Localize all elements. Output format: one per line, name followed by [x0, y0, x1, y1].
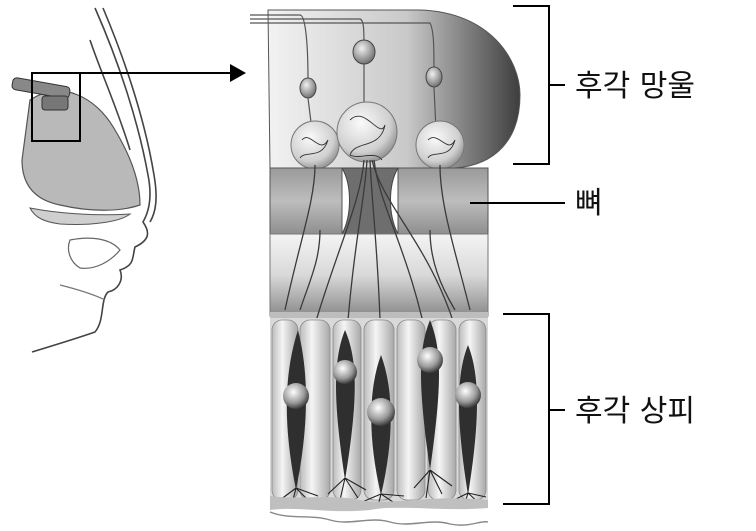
receptor-neuron-somata: [283, 347, 481, 426]
glomeruli: [290, 101, 465, 170]
mucus-layer: [270, 496, 488, 512]
label-olfactory-epithelium: 후각 상피: [575, 394, 695, 429]
mitral-cell: [352, 39, 376, 65]
basement-band: [270, 312, 488, 318]
mouth-region: [67, 237, 121, 269]
mini-epithelium: [41, 95, 69, 111]
mini-olfactory-bulb: [11, 77, 71, 99]
glomerulus: [415, 120, 465, 170]
receptor-soma: [455, 382, 481, 408]
mitral-cell: [299, 77, 317, 99]
bulb-bracket: [513, 5, 565, 165]
glomerulus: [290, 120, 340, 170]
zoom-arrow-head: [230, 64, 246, 82]
glomerulus: [336, 101, 398, 163]
palate: [29, 207, 132, 225]
lower-jaw: [59, 284, 106, 301]
receptor-soma: [333, 360, 357, 384]
label-bone: 뼈: [575, 186, 603, 221]
receptor-soma: [367, 398, 395, 426]
receptor-soma: [283, 383, 309, 409]
epithelium-bottom-edge: [269, 511, 489, 526]
zoom-box: [31, 72, 81, 142]
nasal-cavity: [21, 90, 141, 211]
label-olfactory-bulb: 후각 망울: [575, 69, 695, 104]
supporting-cell: [396, 319, 426, 501]
head-profile: [31, 7, 157, 353]
glomerular-tangles: [299, 115, 456, 161]
receptor-soma: [417, 347, 443, 373]
epithelium-bracket: [503, 313, 565, 505]
mitral-cell: [425, 66, 443, 88]
